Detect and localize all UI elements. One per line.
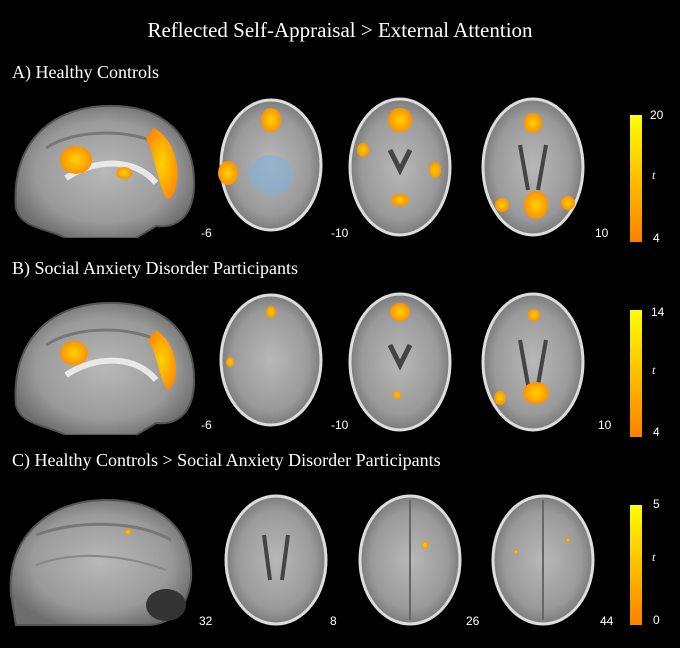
section-b-colorbar-unit: t — [652, 363, 656, 377]
section-a-colorbar-max: 20 — [650, 108, 664, 122]
section-c-slice-3-number: 26 — [466, 614, 480, 628]
section-c-colorbar-unit: t — [652, 550, 656, 564]
section-c-colorbar — [630, 505, 642, 625]
section-c-axial-slice-2 — [358, 494, 462, 626]
section-a-label: A) Healthy Controls — [12, 62, 159, 82]
section-a-axial-slice-3 — [481, 97, 585, 237]
section-b-axial-slice-1 — [219, 293, 323, 427]
section-a-colorbar-min: 4 — [653, 231, 660, 245]
section-c-slice-2-number: 8 — [330, 614, 337, 628]
section-b-axial-slice-3 — [481, 292, 585, 432]
section-b-slice-2-number: -10 — [331, 418, 349, 432]
section-a-slice-1-number: -6 — [201, 226, 212, 240]
section-a-colorbar — [630, 115, 642, 242]
section-c-axial-slice-1 — [224, 494, 328, 626]
section-b-slice-3-number: 10 — [598, 418, 612, 432]
section-b-label: B) Social Anxiety Disorder Participants — [12, 258, 298, 278]
section-a-slice-2-number: -10 — [331, 226, 349, 240]
section-c-colorbar-max: 5 — [653, 497, 660, 511]
section-a-sagittal-slice — [14, 104, 196, 238]
section-b-slice-1-number: -6 — [201, 418, 212, 432]
section-a-axial-slice-2 — [348, 97, 452, 237]
section-c-slice-1-number: 32 — [199, 614, 213, 628]
section-a-axial-slice-1 — [218, 98, 323, 232]
section-a-slice-3-number: 10 — [595, 226, 609, 240]
section-a-colorbar-unit: t — [652, 168, 656, 182]
section-b-sagittal-slice — [14, 301, 196, 435]
section-c-axial-slice-3 — [491, 494, 595, 626]
section-c-slice-4-number: 44 — [600, 614, 614, 628]
figure-title: Reflected Self-Appraisal > External Atte… — [147, 18, 533, 42]
section-b-colorbar — [630, 310, 642, 437]
section-c-colorbar-min: 0 — [653, 613, 660, 627]
section-b-axial-slice-2 — [348, 292, 452, 432]
section-b-colorbar-min: 4 — [653, 425, 660, 439]
section-b-colorbar-max: 14 — [651, 305, 665, 319]
section-c-sagittal-slice — [9, 498, 193, 626]
section-c-label: C) Healthy Controls > Social Anxiety Dis… — [12, 450, 441, 470]
